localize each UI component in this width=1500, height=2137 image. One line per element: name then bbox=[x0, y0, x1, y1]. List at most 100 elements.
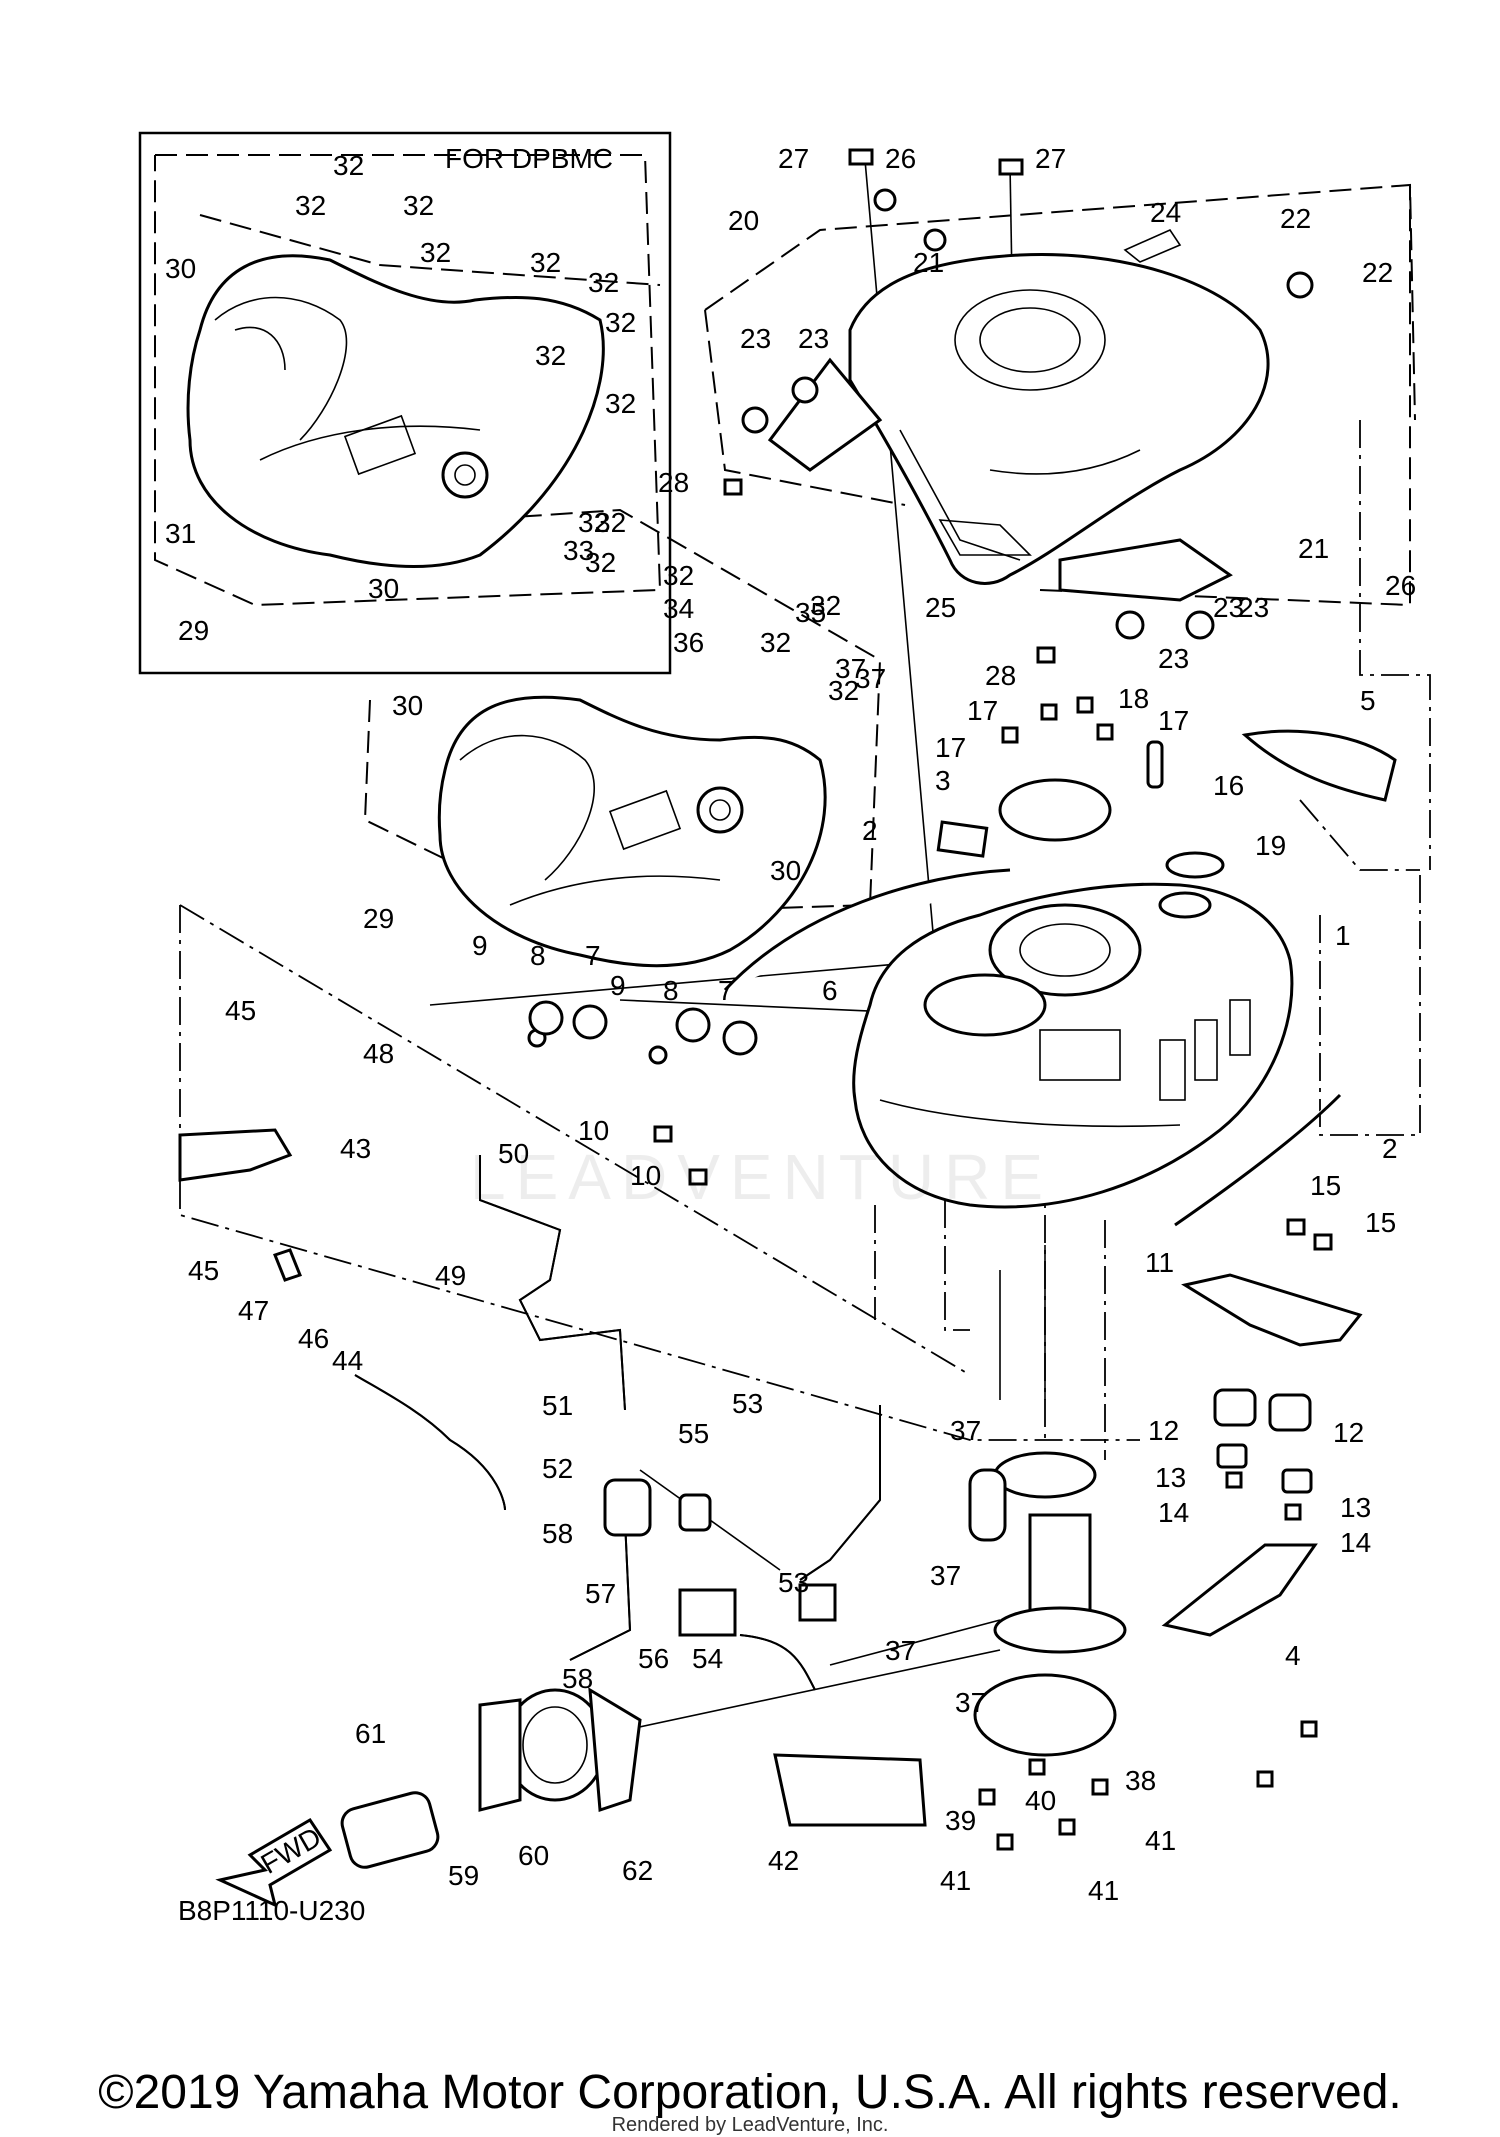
side-cover-4 bbox=[1161, 1543, 1318, 1637]
callout: 58 bbox=[542, 1518, 573, 1549]
callout: 32 bbox=[760, 627, 791, 658]
callout: 35 bbox=[795, 597, 826, 628]
callout: 25 bbox=[925, 592, 956, 623]
callout: 32 bbox=[663, 560, 694, 591]
tank-cover bbox=[437, 695, 827, 968]
callout: 32 bbox=[588, 267, 619, 298]
callout: 32 bbox=[810, 590, 841, 621]
callout: 32 bbox=[403, 190, 434, 221]
callout: 37 bbox=[855, 663, 886, 694]
diagram-reference-code: B8P1110-U230 bbox=[178, 1895, 365, 1926]
callout: 8 bbox=[530, 940, 546, 971]
callout: 30 bbox=[165, 253, 196, 284]
callout: 57 bbox=[585, 1578, 616, 1609]
callout: 23 bbox=[798, 323, 829, 354]
callout: 17 bbox=[967, 695, 998, 726]
callout: 4 bbox=[1285, 1640, 1301, 1671]
tank-cover-dpbmc bbox=[186, 254, 605, 568]
callout: 30 bbox=[770, 855, 801, 886]
callout: 37 bbox=[955, 1687, 986, 1718]
callout: 15 bbox=[1310, 1170, 1341, 1201]
callout: 11 bbox=[1145, 1247, 1174, 1278]
callout: 16 bbox=[1213, 770, 1244, 801]
callout: 7 bbox=[718, 975, 734, 1006]
callout: 45 bbox=[225, 995, 256, 1026]
callout: 56 bbox=[638, 1643, 669, 1674]
callout: 47 bbox=[238, 1295, 269, 1326]
callout: 23 bbox=[1213, 592, 1244, 623]
callout: 7 bbox=[585, 940, 601, 971]
damper-12 bbox=[1213, 1388, 1257, 1427]
callout: 50 bbox=[498, 1138, 529, 1169]
fwd-arrow-icon[interactable]: FWD bbox=[215, 1817, 333, 1908]
callout: 62 bbox=[622, 1855, 653, 1886]
callout: 53 bbox=[732, 1388, 763, 1419]
callout: 32 bbox=[605, 307, 636, 338]
callout: 12 bbox=[1148, 1415, 1179, 1446]
fuel-tank bbox=[852, 882, 1294, 1209]
callout: 20 bbox=[728, 205, 759, 236]
callout: 2 bbox=[1382, 1133, 1398, 1164]
callout: 6 bbox=[822, 975, 838, 1006]
callout: 53 bbox=[778, 1567, 809, 1598]
callout: 45 bbox=[188, 1255, 219, 1286]
bracket-11 bbox=[1181, 1273, 1363, 1347]
callout: 10 bbox=[630, 1160, 661, 1191]
callout: 59 bbox=[448, 1860, 479, 1891]
collar-13b bbox=[1281, 1468, 1313, 1494]
callout: 18 bbox=[1118, 683, 1149, 714]
watermark: LEADVENTURE bbox=[470, 1141, 1053, 1213]
callout: 32 bbox=[828, 675, 859, 706]
dashed-group-outlines bbox=[154, 154, 1416, 917]
callout: 32 bbox=[578, 507, 609, 538]
callout: 36 bbox=[673, 627, 704, 658]
callout: 28 bbox=[658, 467, 689, 498]
callout: 54 bbox=[692, 1643, 723, 1674]
callout: 1 bbox=[1335, 920, 1351, 951]
fuel-pump-assembly bbox=[968, 1451, 1127, 1757]
callout: 22 bbox=[1280, 203, 1311, 234]
callout: 2 bbox=[862, 815, 878, 846]
callout: 21 bbox=[913, 247, 944, 278]
callout: 32 bbox=[535, 340, 566, 371]
callout: 5 bbox=[1360, 685, 1376, 716]
side-strip bbox=[723, 868, 1011, 992]
callout: 17 bbox=[935, 732, 966, 763]
callout: 37 bbox=[930, 1560, 961, 1591]
callout: 12 bbox=[1333, 1417, 1364, 1448]
callout: 23 bbox=[1158, 643, 1189, 674]
callout: 9 bbox=[610, 970, 626, 1001]
upper-tank-shell bbox=[767, 228, 1270, 602]
fasteners bbox=[527, 148, 1333, 1851]
callout: 29 bbox=[363, 903, 394, 934]
callout: 28 bbox=[985, 660, 1016, 691]
inset-frame bbox=[138, 131, 672, 675]
callout: 58 bbox=[562, 1663, 593, 1694]
callout: 37 bbox=[835, 653, 866, 684]
callout: 32 bbox=[295, 190, 326, 221]
callout: 52 bbox=[542, 1453, 573, 1484]
callout: 10 bbox=[578, 1115, 609, 1146]
callout: 23 bbox=[740, 323, 771, 354]
callout: 32 bbox=[530, 247, 561, 278]
callout: 15 bbox=[1365, 1207, 1396, 1238]
callout: 49 bbox=[435, 1260, 466, 1291]
callout: 60 bbox=[518, 1840, 549, 1871]
callout: 39 bbox=[945, 1805, 976, 1836]
callout: 13 bbox=[1155, 1462, 1186, 1493]
callout: 30 bbox=[392, 690, 423, 721]
callout: 22 bbox=[1362, 257, 1393, 288]
cap-19 bbox=[1165, 851, 1225, 879]
callout: 31 bbox=[165, 518, 196, 549]
hoses-and-fittings bbox=[178, 1128, 927, 1827]
callout: 27 bbox=[778, 143, 809, 174]
key-16 bbox=[1146, 740, 1164, 789]
side-strip bbox=[1174, 1093, 1342, 1227]
callout: 21 bbox=[1298, 533, 1329, 564]
callout: 34 bbox=[663, 593, 694, 624]
callout: 43 bbox=[340, 1133, 371, 1164]
callout: 38 bbox=[1125, 1765, 1156, 1796]
callout: 37 bbox=[885, 1635, 916, 1666]
callout: 37 bbox=[950, 1415, 981, 1446]
